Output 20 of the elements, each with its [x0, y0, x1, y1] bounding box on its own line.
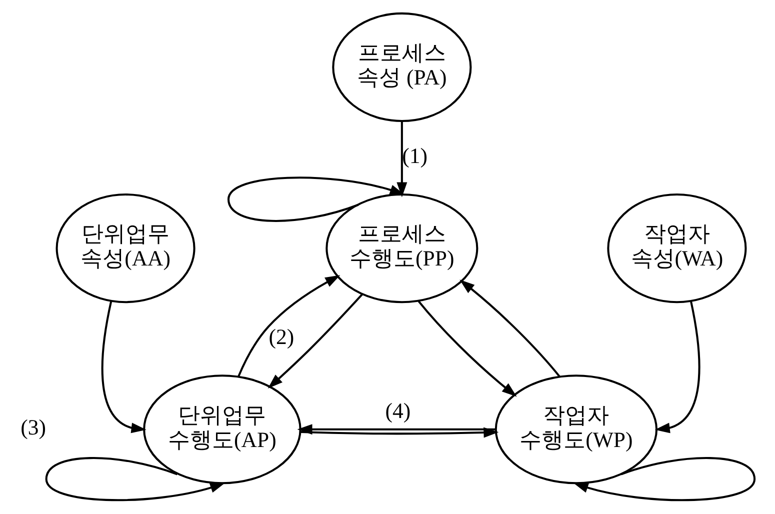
arrow: [297, 424, 496, 435]
arrow: [300, 427, 499, 438]
arrow: [238, 275, 340, 377]
node-ellipse: 작업자 수행도(WP): [494, 374, 658, 484]
arrow: [654, 300, 700, 434]
edge-label: (2): [268, 325, 294, 350]
arrow: [460, 280, 560, 378]
arrow: [396, 121, 408, 198]
edge-label: (1): [402, 144, 428, 168]
arrow: [227, 176, 405, 222]
arrow: [45, 457, 226, 502]
arrow: [573, 457, 756, 502]
edge-label: (4): [385, 399, 411, 424]
arrow: [101, 300, 146, 434]
node-ellipse: 단위업무 속성(AA): [56, 194, 196, 304]
node-ellipse: 작업자 속성(WA): [607, 194, 747, 304]
arrow: [268, 294, 363, 389]
node-ellipse: 프로세스 속성 (PA): [332, 12, 472, 122]
arrow: [418, 300, 517, 397]
edge-label: (3): [20, 416, 46, 440]
